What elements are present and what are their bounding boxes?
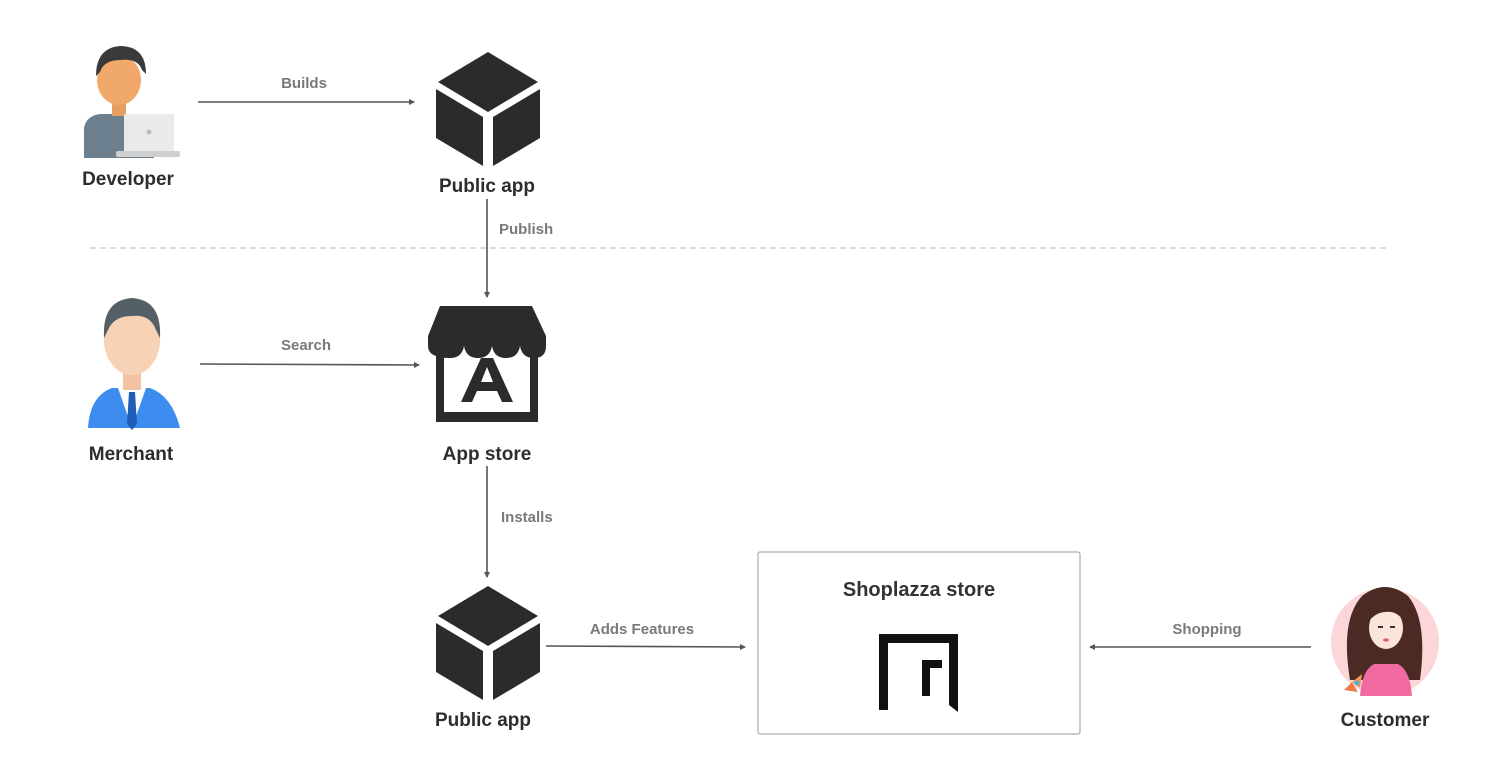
public-app-top-node: Public app	[436, 52, 540, 197]
edge-shopping: Shopping	[1089, 621, 1311, 650]
developer-icon	[84, 46, 180, 158]
customer-label: Customer	[1341, 710, 1430, 731]
customer-node: Customer	[1331, 587, 1439, 731]
cube-icon	[436, 586, 540, 700]
merchant-node: Merchant	[88, 298, 180, 465]
merchant-icon	[88, 298, 180, 430]
edge-shopping-label: Shopping	[1172, 621, 1241, 638]
public-app-bottom-label: Public app	[435, 710, 531, 731]
edge-publish: Publish	[484, 199, 553, 298]
edge-builds: Builds	[198, 75, 415, 105]
edge-adds-features-line	[545, 643, 746, 650]
public-app-top-label: Public app	[439, 176, 535, 197]
public-app-bottom-node: Public app	[435, 586, 540, 731]
edge-publish-label: Publish	[499, 221, 553, 238]
edge-installs-label: Installs	[501, 509, 553, 526]
merchant-label: Merchant	[89, 444, 174, 465]
shoplazza-store-title: Shoplazza store	[843, 579, 995, 601]
app-store-label: App store	[443, 444, 532, 465]
edge-installs: Installs	[484, 466, 553, 578]
shoplazza-logo-icon	[879, 634, 958, 712]
cube-icon	[436, 52, 540, 166]
edge-search: Search	[199, 337, 420, 368]
app-store-node: App store	[428, 306, 546, 465]
edge-adds-features-label: Adds Features	[590, 621, 694, 638]
shoplazza-store-node: Shoplazza store	[757, 551, 1081, 735]
edge-adds-features: Adds Features	[545, 621, 746, 650]
edge-builds-label: Builds	[281, 75, 327, 92]
customer-icon	[1331, 587, 1439, 696]
developer-node: Developer	[82, 46, 180, 190]
app-store-icon	[428, 306, 546, 422]
developer-label: Developer	[82, 169, 174, 190]
edge-search-label: Search	[281, 337, 331, 354]
edge-search-line	[199, 361, 420, 368]
